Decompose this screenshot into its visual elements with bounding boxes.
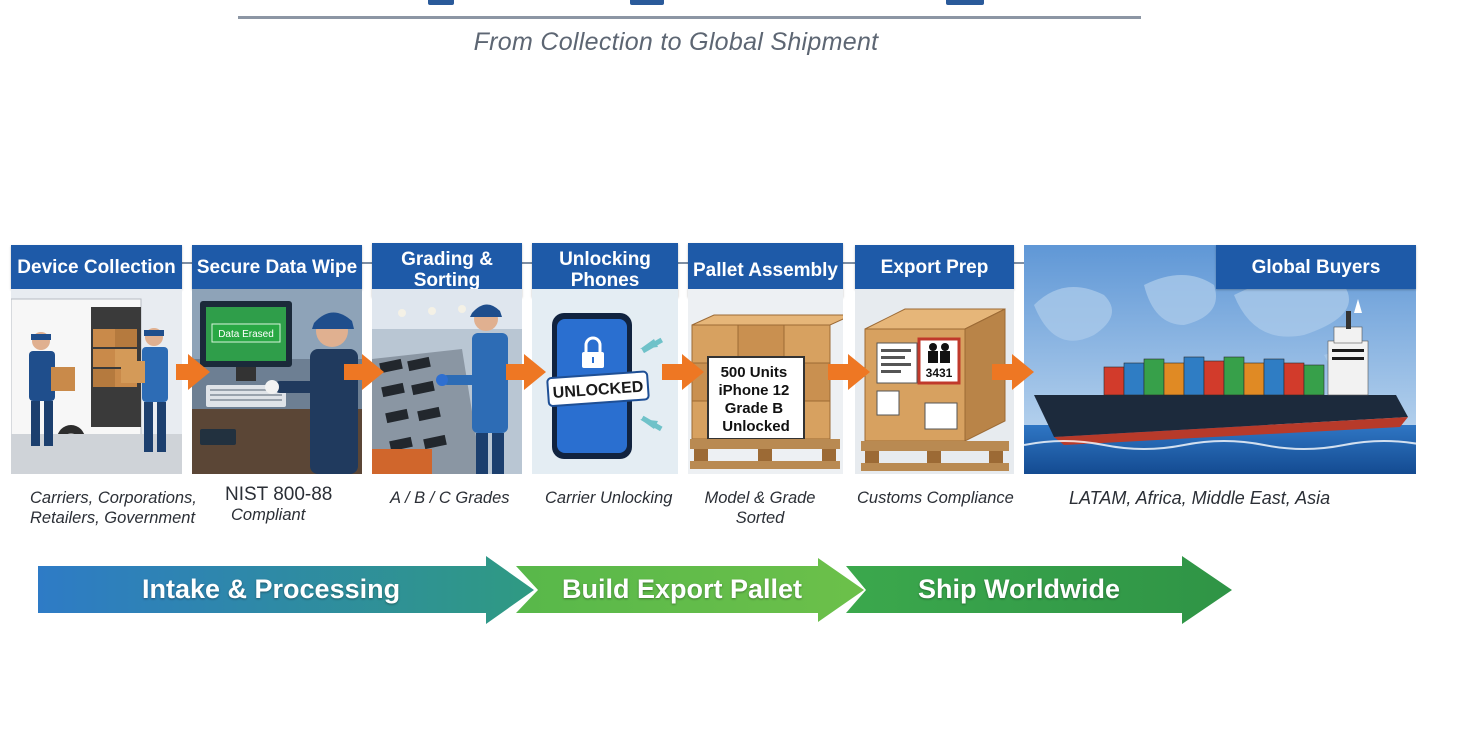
cropped-title-fragments [400,0,1000,6]
unlocked-phone-illustration: UNLOCKED [532,289,678,474]
caption-export-prep: Customs Compliance [857,489,1014,507]
stage-title: Grading & Sorting [372,243,522,297]
pallet-sign-line4: Unlocked [722,418,790,435]
pallet-sign-line2: iPhone 12 [718,382,789,399]
caption-secure-data-wipe: NIST 800-88 Compliant [225,485,332,525]
phase-label-intake: Intake & Processing [142,574,401,604]
padlock-icon [582,336,604,368]
stage-title: Pallet Assembly [688,243,843,297]
caption-grading: A / B / C Grades [390,489,510,507]
caption-device-collection: Carriers, Corporations, Retailers, Gover… [30,489,197,527]
svg-text:500 Units iPhone 12: 500 Units iPhone 12 Grade B Unlocked [718,364,793,435]
phase-label-ship: Ship Worldwide [918,574,1120,604]
stage-title: Secure Data Wipe [192,245,362,289]
screen-data-erased-text: Data Erased [218,329,274,340]
collection-truck-illustration [11,289,182,474]
caption-pallet-assembly: Model & Grade Sorted [702,488,818,528]
subtitle: From Collection to Global Shipment [473,28,879,56]
caption-pallet-line2: Sorted [735,509,785,527]
phase-label-build: Build Export Pallet [562,574,803,604]
crate-label-number: 3431 [926,366,953,380]
pallet-sign-line3: Grade B [725,400,784,417]
stage-title: Device Collection [11,245,182,289]
caption-global-buyers: LATAM, Africa, Middle East, Asia [1069,488,1331,508]
stage-title: Global Buyers [1216,245,1416,289]
data-wipe-illustration: Data Erased [192,289,362,474]
pallet-boxes-illustration: 500 Units iPhone 12 Grade B Unlocked [688,289,843,474]
caption-compliant: Compliant [231,506,306,524]
pallet-sign-line1: 500 Units [721,364,788,381]
caption-unlocking: Carrier Unlocking [545,489,673,507]
title-underline [238,16,1141,19]
caption-pallet-line1: Model & Grade [704,489,816,507]
grading-station-illustration [372,289,522,474]
caption-nist: NIST 800-88 [225,484,333,505]
stage-title: Unlocking Phones [532,243,678,297]
stage-title: Export Prep [855,245,1014,289]
labeled-crate-illustration: 3431 [855,289,1014,474]
hazard-figures-icon [928,343,950,363]
unlocked-badge-text: UNLOCKED [552,379,644,402]
